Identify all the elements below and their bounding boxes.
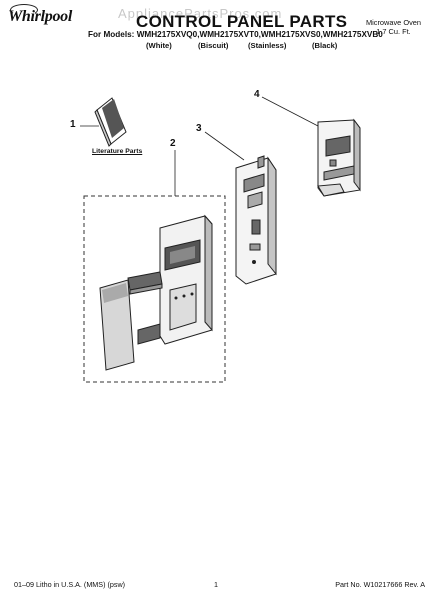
- touch-pad-membrane: [99, 279, 135, 371]
- literature-parts-label: Literature Parts: [92, 148, 143, 155]
- leader-line-3: [204, 131, 245, 161]
- product-type: Microwave Oven: [365, 18, 421, 27]
- control-board-frame: [317, 118, 361, 197]
- watermark: AppliancePartsPros.com: [118, 6, 283, 21]
- models-line: For Models: WMH2175XVQ0,WMH2175XVT0,WMH2…: [88, 30, 383, 39]
- color-black: (Black): [312, 41, 338, 50]
- leader-line-4: [261, 96, 319, 127]
- product-info: Microwave Oven 1.7 Cu. Ft.: [366, 18, 421, 36]
- control-bracket: [235, 155, 277, 285]
- callout-2: 2: [170, 138, 176, 149]
- literature-booklet: [94, 97, 127, 147]
- models-prefix: For Models:: [88, 30, 135, 39]
- models-list: WMH2175XVQ0,WMH2175XVT0,WMH2175XVS0,WMH2…: [136, 30, 383, 39]
- control-panel-front: [159, 214, 213, 345]
- whirlpool-logo: Whirlpool: [8, 8, 72, 25]
- footer-part-number: Part No. W10217666 Rev. A: [335, 580, 425, 589]
- product-capacity: 1.7 Cu. Ft.: [376, 27, 411, 36]
- whirlpool-logo-ring: [10, 4, 38, 16]
- footer-print-info: 01–09 Litho in U.S.A. (MMS) (psw): [14, 580, 126, 589]
- color-biscuit: (Biscuit): [198, 41, 229, 50]
- color-stainless: (Stainless): [248, 41, 287, 50]
- callout-1: 1: [70, 119, 76, 130]
- display-window: [127, 271, 163, 295]
- footer-page-number: 1: [214, 580, 218, 589]
- callout-4: 4: [254, 89, 260, 100]
- page-title: CONTROL PANEL PARTS: [136, 12, 348, 31]
- callout-3: 3: [196, 123, 202, 134]
- lower-window: [137, 323, 161, 345]
- color-white: (White): [146, 41, 172, 50]
- assembly-outline: [83, 195, 226, 383]
